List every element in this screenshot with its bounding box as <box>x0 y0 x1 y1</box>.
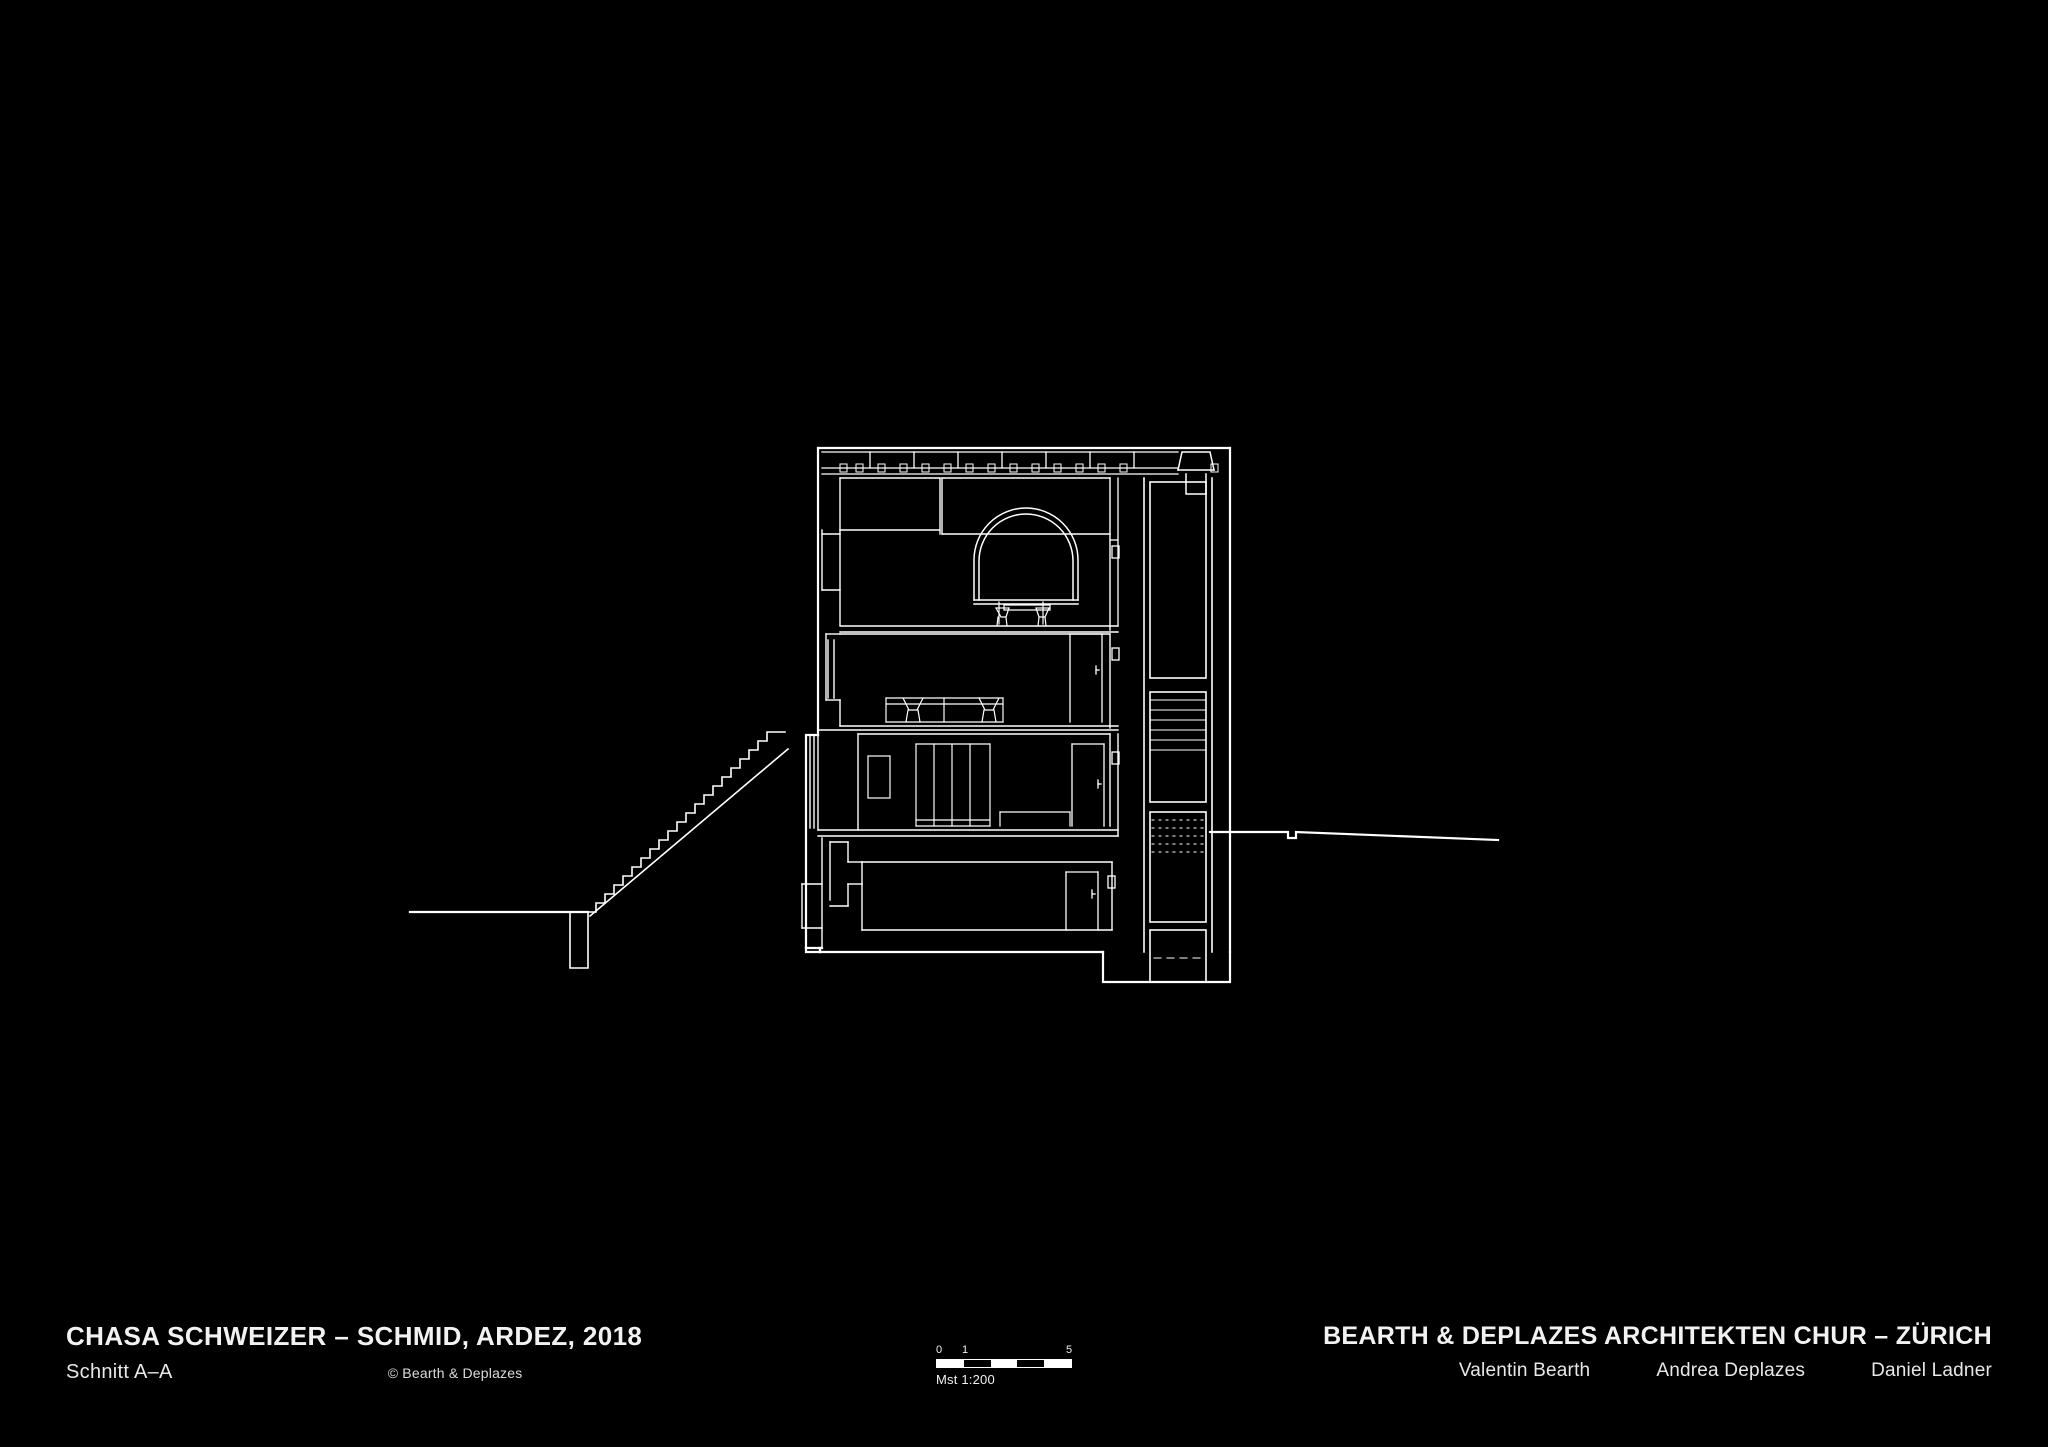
credits-block: BEARTH & DEPLAZES ARCHITEKTEN CHUR – ZÜR… <box>1323 1322 1992 1382</box>
terrain-lines <box>408 830 1500 914</box>
scale-tick-5: 5 <box>1066 1344 1073 1356</box>
tower-hatch-lines <box>1149 699 1207 751</box>
service-tower <box>1143 477 1213 983</box>
scale-tick-1: 1 <box>962 1344 969 1356</box>
roof-ridge-cap <box>1177 451 1215 495</box>
attic-door-right <box>1109 477 1120 627</box>
copyright-note: © Bearth & Deplazes <box>387 1364 523 1381</box>
scale-segment <box>937 1360 964 1367</box>
roof-joists <box>839 463 1219 473</box>
attic-table-and-chairs <box>995 601 1051 627</box>
roof-structure <box>821 451 1179 475</box>
partners-row: Valentin Bearth Andrea Deplazes Daniel L… <box>1323 1360 1992 1382</box>
floor1-door <box>1071 743 1120 827</box>
tower-dotted-panel <box>1151 819 1205 853</box>
title-block: CHASA SCHWEIZER – SCHMID, ARDEZ, 2018 Sc… <box>66 1321 706 1384</box>
partner-name: Valentin Bearth <box>1458 1359 1591 1381</box>
scale-ruler <box>936 1359 1072 1368</box>
exterior-stair <box>569 731 790 969</box>
kitchen-stools <box>902 697 1000 723</box>
attic-level <box>821 477 1119 633</box>
ground-floor-door <box>1065 871 1116 931</box>
wall-niche <box>867 755 891 799</box>
subtitle-row: Schnitt A–A © Bearth & Deplazes <box>66 1361 706 1384</box>
floor2-door <box>1069 633 1120 723</box>
scale-segment <box>990 1360 1018 1367</box>
scale-tick-0: 0 <box>936 1344 943 1356</box>
bench <box>999 811 1071 827</box>
scale-segment <box>1017 1360 1045 1367</box>
partner-name: Andrea Deplazes <box>1656 1359 1806 1381</box>
wardrobe-unit <box>915 743 991 827</box>
upper-floor-2 <box>817 633 1119 731</box>
scale-label: Mst 1:200 <box>936 1372 995 1387</box>
drawing-subtitle: Schnitt A–A <box>66 1360 173 1383</box>
building-envelope <box>804 446 1232 984</box>
attic-vault-niche <box>973 507 1079 605</box>
scale-bar: 0 1 5 Mst 1:200 <box>936 1345 1136 1387</box>
office-name: BEARTH & DEPLAZES ARCHITEKTEN CHUR – ZÜR… <box>1323 1322 1992 1350</box>
page-title: CHASA SCHWEIZER – SCHMID, ARDEZ, 2018 <box>66 1321 643 1351</box>
ground-floor <box>801 837 1113 949</box>
scale-segment <box>963 1360 991 1367</box>
partner-name: Daniel Ladner <box>1871 1359 1992 1381</box>
upper-floor-1 <box>809 733 1119 837</box>
scale-segment <box>1044 1360 1071 1367</box>
scale-tick-labels: 0 1 5 <box>936 1345 1072 1359</box>
